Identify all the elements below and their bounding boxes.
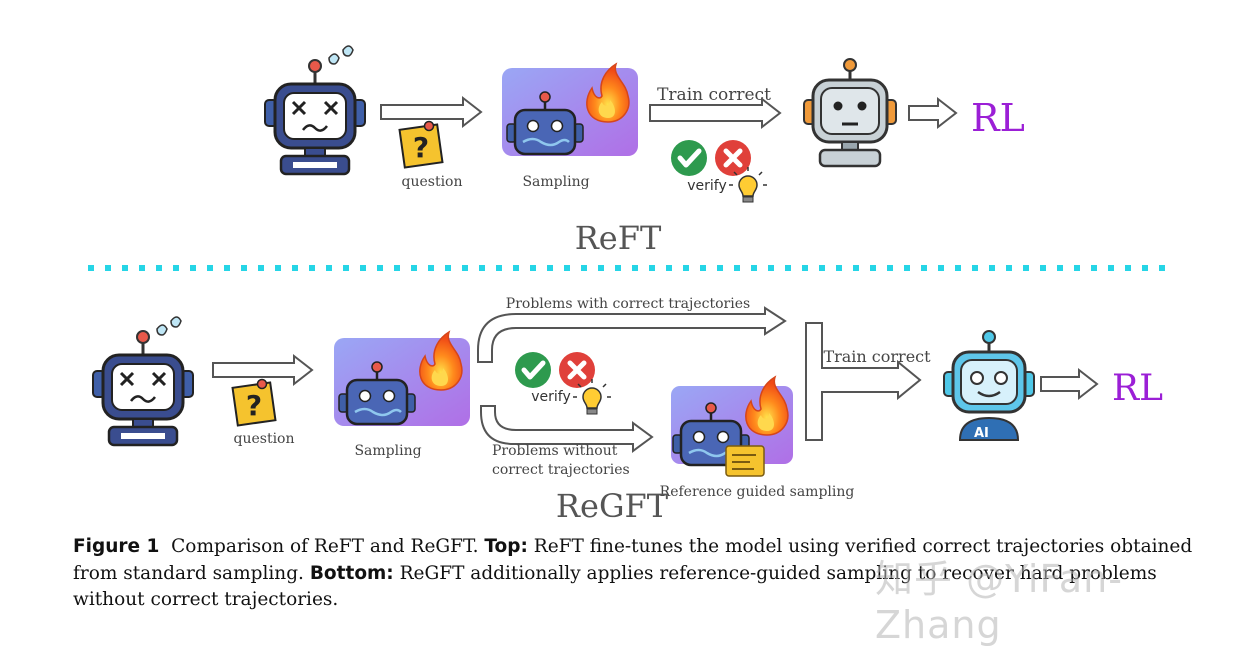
branch-arrow-incorrect (480, 405, 654, 453)
caption-bottom-label: Bottom: (309, 562, 394, 584)
sampling-box (334, 331, 470, 426)
problems-without-label-2: correct trajectories (492, 462, 630, 478)
reference-sampling-label: Reference guided sampling (660, 484, 855, 500)
check-icon (515, 352, 551, 388)
rl-label: RL (971, 96, 1025, 140)
check-icon (671, 140, 707, 176)
lightbulb-icon (728, 166, 768, 203)
sampling-box (502, 63, 638, 156)
rl-label: RL (1112, 368, 1163, 409)
caption-text-3: ReGFT additionally applies reference-gui… (73, 562, 1157, 611)
caption-text-2: ReFT fine-tunes the model using verified… (73, 536, 1193, 584)
arrow-icon (380, 95, 483, 129)
question-label: question (234, 431, 295, 447)
document-icon (725, 445, 765, 477)
question-note-icon (398, 120, 444, 169)
sampling-label: Sampling (522, 174, 589, 190)
caption-top-label: Top: (484, 536, 528, 557)
question-label: question (402, 174, 463, 190)
problems-with-correct-label: Problems with correct trajectories (506, 296, 750, 312)
section-title-reft: ReFT (575, 219, 662, 257)
arrow-icon (1040, 367, 1099, 401)
arrow-icon (649, 96, 782, 130)
method-comparison-diagram: ? (88, 44, 1175, 525)
cross-icon (715, 140, 751, 176)
verify-label: verify (531, 389, 571, 405)
sampling-label: Sampling (354, 443, 421, 459)
dizzy-robot-icon (91, 315, 195, 447)
question-note-icon (231, 378, 277, 427)
problems-without-label-1: Problems without (492, 443, 618, 459)
section-title-regft: ReGFT (556, 487, 669, 525)
merge-arrow (805, 322, 922, 441)
ai-badge-label: AI (974, 426, 989, 441)
branch-arrow-correct (477, 306, 787, 363)
neutral-robot-icon (803, 58, 897, 168)
arrow-icon (212, 353, 314, 387)
lightbulb-icon (572, 378, 612, 415)
happy-ai-robot-icon: AI (943, 330, 1035, 441)
dizzy-robot-icon (263, 44, 367, 176)
verify-label: verify (687, 178, 727, 194)
figure-label: Figure 1 (73, 536, 160, 557)
train-correct-label: Train correct (823, 347, 931, 366)
flame-icon (745, 376, 789, 436)
arrow-icon (908, 96, 958, 130)
cross-icon (559, 352, 595, 388)
figure-caption: Figure 1 Comparison of ReFT and ReGFT. T… (73, 534, 1208, 614)
caption-text-1: Comparison of ReFT and ReGFT. (159, 536, 485, 557)
reference-sampling-box (671, 376, 793, 477)
train-correct-label: Train correct (657, 85, 771, 105)
